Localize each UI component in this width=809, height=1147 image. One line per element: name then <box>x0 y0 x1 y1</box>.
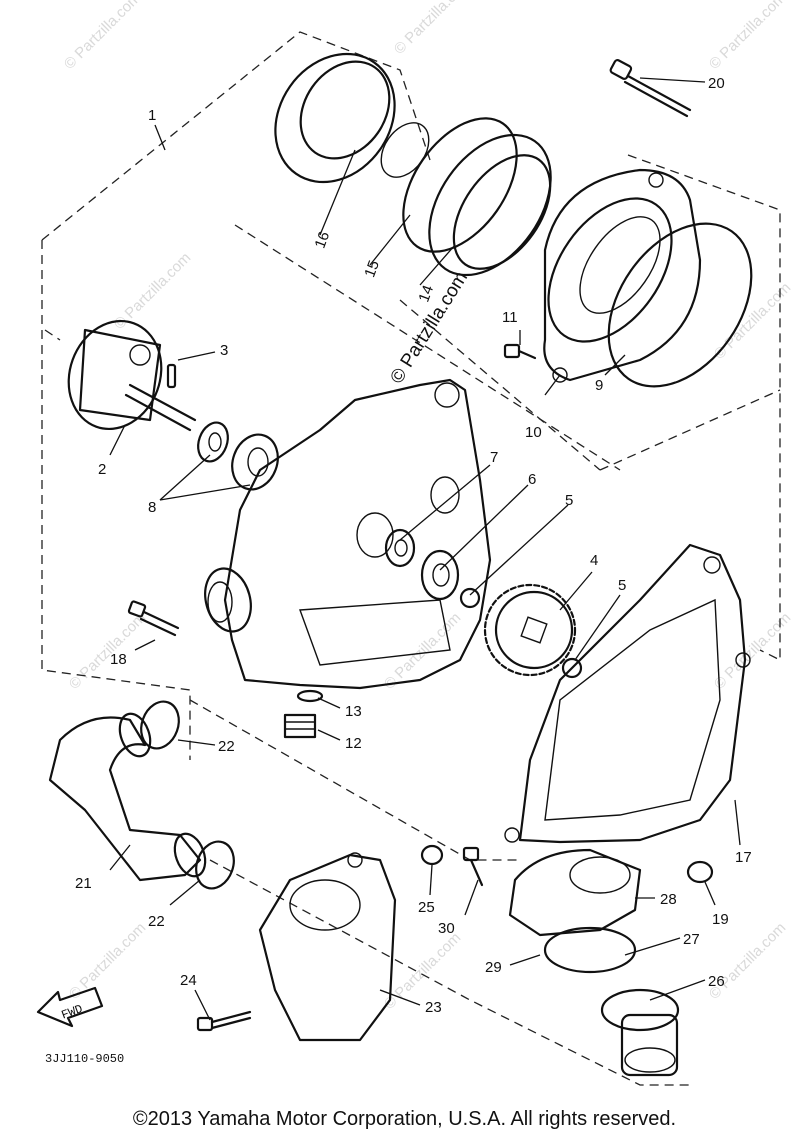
callout-1: 1 <box>148 107 156 124</box>
watermark: © Partzilla.com <box>711 609 794 692</box>
watermark: © Partzilla.com <box>391 0 474 58</box>
thermostat-cover-28 <box>508 848 642 937</box>
callout-7: 7 <box>490 449 498 466</box>
callout-12: 12 <box>345 735 362 752</box>
callout-11: 11 <box>502 309 518 326</box>
leader-lines <box>109 77 741 1021</box>
o-rings-22 <box>140 700 235 890</box>
callout-26: 26 <box>708 973 725 990</box>
watermark: © Partzilla.com <box>706 919 789 1002</box>
diagram-code: 3JJ110-9050 <box>45 1052 124 1066</box>
elbow-pipe-21 <box>48 712 207 882</box>
circlips-5 <box>459 587 583 679</box>
callout-22b: 22 <box>148 913 165 930</box>
watermark: © Partzilla.com <box>61 0 144 73</box>
callout-4: 4 <box>590 552 598 569</box>
callout-2: 2 <box>98 461 106 478</box>
callout-13: 13 <box>345 703 362 720</box>
gear-4 <box>483 583 577 677</box>
callout-6: 6 <box>528 471 536 488</box>
watermark: © Partzilla.com <box>711 279 794 362</box>
bolt-18 <box>127 600 180 637</box>
fwd-arrow-icon: FWD <box>36 986 104 1028</box>
watermark: © Partzilla.com <box>66 919 149 1002</box>
bolt-20 <box>609 59 692 118</box>
callout-8: 8 <box>148 499 156 516</box>
pump-housing <box>204 378 492 690</box>
gasket-27 <box>543 926 637 974</box>
callout-labels: 1 2 3 4 5 5 6 7 8 9 10 11 12 13 14 15 16… <box>75 75 752 1016</box>
bearings-6-7 <box>384 528 460 601</box>
watermark: © Partzilla.com <box>66 609 149 692</box>
callout-28: 28 <box>660 891 677 908</box>
bolt-11 <box>503 343 537 360</box>
watermark-main: © Partzilla.com <box>386 268 472 388</box>
callout-18: 18 <box>110 651 127 668</box>
pin-3 <box>166 363 177 389</box>
callout-19: 19 <box>712 911 729 928</box>
callout-29: 29 <box>485 959 502 976</box>
watermark: © Partzilla.com <box>706 0 789 73</box>
thermostat-housing-23 <box>258 852 397 1042</box>
callout-23: 23 <box>425 999 442 1016</box>
bolt-24 <box>196 1010 252 1032</box>
callout-9: 9 <box>595 377 603 394</box>
watermark: © Partzilla.com <box>381 609 464 692</box>
cap-25 <box>420 844 444 866</box>
oil-seal-16 <box>274 52 430 184</box>
impeller-2 <box>67 319 197 432</box>
callout-17: 17 <box>735 849 752 866</box>
plug-12-13 <box>283 689 324 739</box>
callout-14: 14 <box>415 283 437 304</box>
pump-cover-10 <box>543 168 753 388</box>
callout-16: 16 <box>312 229 334 250</box>
ring-15-14 <box>402 117 552 277</box>
gasket-17 <box>504 543 751 844</box>
callout-25: 25 <box>418 899 435 916</box>
callout-5a: 5 <box>565 492 573 509</box>
callout-22a: 22 <box>218 738 235 755</box>
callout-10: 10 <box>525 424 542 441</box>
callout-20: 20 <box>708 75 725 92</box>
callout-21: 21 <box>75 875 92 892</box>
callout-5b: 5 <box>618 577 626 594</box>
fwd-label: FWD <box>60 1002 85 1023</box>
callout-3: 3 <box>220 342 228 359</box>
dowel-19 <box>686 860 714 884</box>
bolt-30 <box>462 846 484 887</box>
thermostat-26 <box>600 988 680 1077</box>
callout-15: 15 <box>361 258 383 279</box>
exploded-parts-diagram: © Partzilla.com © Partzilla.com © Partzi… <box>36 0 794 1086</box>
callout-27: 27 <box>683 931 700 948</box>
seals-8 <box>197 421 279 491</box>
copyright-footer: ©2013 Yamaha Motor Corporation, U.S.A. A… <box>132 1108 677 1130</box>
callout-24: 24 <box>180 972 197 989</box>
callout-30: 30 <box>438 920 455 937</box>
